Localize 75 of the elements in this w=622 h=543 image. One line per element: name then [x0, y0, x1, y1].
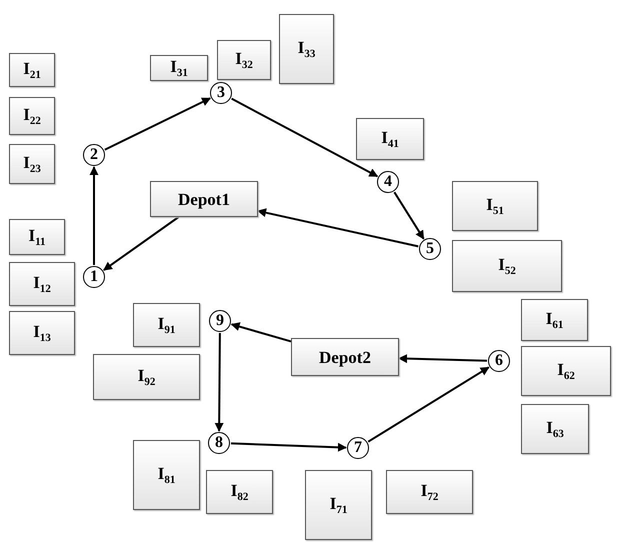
item-box [452, 240, 562, 292]
numbered-circle [83, 144, 105, 166]
node-label: I$_{91}$ [158, 314, 176, 336]
item-box [9, 311, 75, 355]
node-label: I$_{22}$ [23, 106, 41, 126]
arrow [104, 97, 212, 151]
item-box [521, 299, 588, 341]
node-label: I$_{52}$ [498, 256, 516, 276]
node-label: I$_{81}$ [158, 464, 176, 486]
node-number: 2 [90, 147, 98, 163]
item-box [93, 354, 200, 400]
node-label: Depot2 [319, 348, 371, 366]
node-number: 4 [384, 174, 392, 190]
item-box [452, 181, 538, 231]
arrow [90, 166, 98, 265]
node-number: 9 [216, 313, 224, 329]
node-label: I$_{72}$ [420, 482, 438, 502]
node-label: I$_{31}$ [170, 58, 188, 78]
node-label: I$_{51}$ [486, 196, 504, 216]
arrow [398, 354, 488, 364]
arrow [257, 208, 418, 248]
node-number: 8 [215, 435, 223, 451]
item-box [133, 440, 200, 510]
item-box [206, 470, 273, 514]
numbered-circle [347, 437, 369, 459]
item-box [9, 262, 75, 306]
item-box [133, 303, 200, 347]
depot-box [150, 181, 258, 217]
numbered-circle [209, 310, 231, 332]
arrow [231, 98, 378, 178]
node-label: I$_{21}$ [23, 60, 41, 80]
node-label: I$_{62}$ [557, 360, 575, 382]
node-number: 5 [426, 241, 434, 257]
arrow [368, 366, 490, 443]
arrow [230, 442, 347, 452]
node-label: I$_{61}$ [546, 310, 564, 330]
item-box [150, 55, 208, 81]
numbered-circle [210, 82, 232, 104]
node-label: I$_{11}$ [28, 226, 46, 248]
numbered-circle [419, 238, 441, 260]
item-box [9, 97, 55, 135]
node-number: 7 [354, 440, 362, 456]
node-number: 3 [217, 85, 225, 101]
node-label: I$_{71}$ [330, 494, 348, 516]
node-label: I$_{63}$ [546, 418, 564, 440]
node-label: I$_{23}$ [23, 154, 41, 174]
item-box [521, 404, 589, 454]
arrow [394, 192, 424, 240]
node-label: I$_{12}$ [33, 274, 51, 294]
numbered-circle [208, 432, 230, 454]
arrow [103, 216, 180, 271]
arrow [230, 322, 292, 342]
item-box [279, 14, 334, 84]
node-label: I$_{92}$ [138, 366, 156, 388]
item-box [356, 118, 424, 160]
item-box [9, 144, 55, 184]
item-box [305, 470, 372, 540]
item-box [9, 53, 55, 87]
arrow [214, 333, 224, 432]
node-label: I$_{82}$ [230, 482, 248, 502]
node-label: I$_{32}$ [235, 50, 253, 70]
node-label: I$_{41}$ [381, 128, 399, 150]
item-box [521, 346, 611, 396]
numbered-circle [83, 266, 105, 288]
item-box [386, 470, 473, 514]
node-label: I$_{13}$ [33, 322, 51, 344]
numbered-circle [488, 350, 510, 372]
node-label: I$_{33}$ [298, 38, 316, 60]
numbered-circle [377, 171, 399, 193]
item-box [217, 40, 271, 80]
item-box [9, 219, 65, 255]
node-label: Depot1 [178, 190, 230, 208]
node-number: 6 [495, 353, 503, 369]
depot-box [291, 338, 399, 376]
node-number: 1 [90, 269, 98, 285]
